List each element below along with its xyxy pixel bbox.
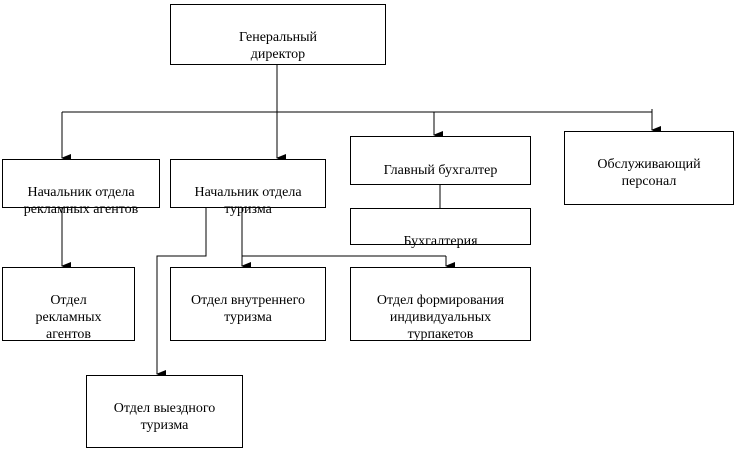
arrow-to-dept-outbound: [156, 208, 207, 378]
dept-advertising-agents-box: Отдел рекламных агентов: [2, 267, 135, 342]
dept-individual-packages-box: Отдел формирования индивидуальных турпак…: [350, 267, 531, 342]
dept-advertising-agents-label: Отдел рекламных агентов: [35, 293, 102, 342]
dept-domestic-tourism-box: Отдел внутреннего туризма: [170, 267, 326, 341]
accounting-box: Бухгалтерия: [350, 208, 531, 249]
chief-accountant-label: Главный бухгалтер: [383, 163, 498, 178]
dept-individual-packages-label: Отдел формирования индивидуальных турпак…: [376, 293, 505, 342]
dept-outbound-tourism-label: Отдел выездного туризма: [113, 401, 216, 433]
service-staff-label: Обслуживающий персонал: [597, 157, 701, 189]
head-tourism-label: Начальник отдела туризма: [194, 185, 302, 217]
general-director-box: Генеральный директор: [170, 4, 386, 65]
dept-domestic-tourism-label: Отдел внутреннего туризма: [190, 293, 306, 325]
service-staff-box: Обслуживающий персонал: [564, 131, 734, 205]
dept-outbound-tourism-box: Отдел выездного туризма: [86, 375, 243, 448]
head-advertising-agents-label: Начальник отдела рекламных агентов: [23, 185, 139, 217]
general-director-label: Генеральный директор: [238, 30, 318, 62]
head-advertising-agents-box: Начальник отдела рекламных агентов: [2, 159, 160, 217]
accounting-label: Бухгалтерия: [403, 234, 478, 249]
chief-accountant-box: Главный бухгалтер: [350, 136, 531, 185]
head-tourism-box: Начальник отдела туризма: [170, 159, 326, 217]
